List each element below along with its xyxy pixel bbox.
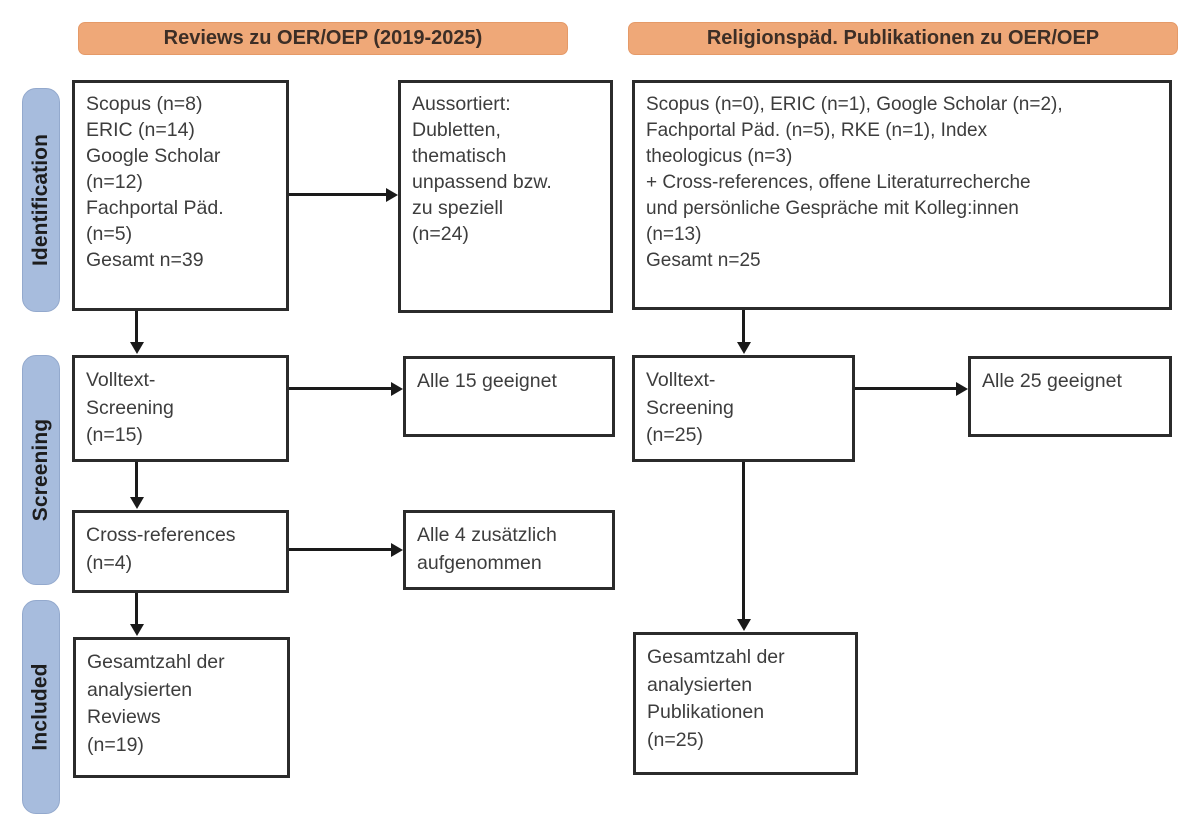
box-left-fulltext-screening: Volltext- Screening (n=15) <box>72 355 289 462</box>
box-left-cross-references-text: Cross-references (n=4) <box>86 524 236 574</box>
stage-label-identification: Identification <box>29 133 53 267</box>
box-right-included-total: Gesamtzahl der analysierten Publikatione… <box>633 632 858 775</box>
connector-left-sources-to-screening <box>135 311 138 343</box>
box-right-included-total-text: Gesamtzahl der analysierten Publikatione… <box>647 646 785 752</box>
box-right-fulltext-screening-text: Volltext- Screening (n=25) <box>646 369 734 447</box>
box-left-fulltext-result: Alle 15 geeignet <box>403 356 615 437</box>
box-left-cross-references: Cross-references (n=4) <box>72 510 289 593</box>
box-left-cross-references-result-text: Alle 4 zusätzlich aufgenommen <box>417 524 557 574</box>
column-header-religionspaed: Religionspäd. Publikationen zu OER/OEP <box>628 22 1178 55</box>
arrowhead-right-sources-to-screening <box>737 342 751 354</box>
connector-right-screening-to-included <box>742 462 745 620</box>
arrowhead-left-crossrefs-to-result <box>391 543 403 557</box>
stage-pill-identification: Identification <box>22 88 60 312</box>
box-left-identification-sources-text: Scopus (n=8) ERIC (n=14) Google Scholar … <box>86 93 224 271</box>
column-header-reviews: Reviews zu OER/OEP (2019-2025) <box>78 22 568 55</box>
box-left-included-total-text: Gesamtzahl der analysierten Reviews (n=1… <box>87 651 225 757</box>
connector-left-crossrefs-to-included <box>135 593 138 625</box>
stage-label-screening: Screening <box>29 418 52 522</box>
box-left-identification-sources: Scopus (n=8) ERIC (n=14) Google Scholar … <box>72 80 289 311</box>
box-right-identification-sources-text: Scopus (n=0), ERIC (n=1), Google Scholar… <box>646 94 1063 272</box>
stage-pill-screening: Screening <box>22 355 60 585</box>
arrowhead-right-screening-to-included <box>737 619 751 631</box>
arrowhead-left-screening-to-result <box>391 382 403 396</box>
column-header-reviews-label: Reviews zu OER/OEP (2019-2025) <box>163 27 483 49</box>
box-right-fulltext-result: Alle 25 geeignet <box>968 356 1172 437</box>
box-left-excluded: Aussortiert: Dubletten, thematisch unpas… <box>398 80 613 313</box>
column-header-religionspaed-label: Religionspäd. Publikationen zu OER/OEP <box>706 27 1100 49</box>
arrowhead-left-sources-to-excluded <box>386 188 398 202</box>
box-left-fulltext-result-text: Alle 15 geeignet <box>417 370 557 392</box>
arrowhead-left-sources-to-screening <box>130 342 144 354</box>
stage-label-included: Included <box>29 663 53 751</box>
box-right-identification-sources: Scopus (n=0), ERIC (n=1), Google Scholar… <box>632 80 1172 310</box>
box-left-included-total: Gesamtzahl der analysierten Reviews (n=1… <box>73 637 290 778</box>
stage-pill-included: Included <box>22 600 60 814</box>
connector-left-screening-to-result <box>289 387 392 390</box>
connector-left-crossrefs-to-result <box>289 548 392 551</box>
connector-left-screening-to-crossrefs <box>135 462 138 498</box>
box-right-fulltext-screening: Volltext- Screening (n=25) <box>632 355 855 462</box>
box-left-fulltext-screening-text: Volltext- Screening (n=15) <box>86 369 174 447</box>
arrowhead-left-screening-to-crossrefs <box>130 497 144 509</box>
box-right-fulltext-result-text: Alle 25 geeignet <box>982 370 1122 392</box>
box-left-cross-references-result: Alle 4 zusätzlich aufgenommen <box>403 510 615 590</box>
arrowhead-left-crossrefs-to-included <box>130 624 144 636</box>
box-left-excluded-text: Aussortiert: Dubletten, thematisch unpas… <box>412 93 552 245</box>
connector-right-screening-to-result <box>855 387 957 390</box>
connector-left-sources-to-excluded <box>289 193 387 196</box>
arrowhead-right-screening-to-result <box>956 382 968 396</box>
connector-right-sources-to-screening <box>742 310 745 343</box>
